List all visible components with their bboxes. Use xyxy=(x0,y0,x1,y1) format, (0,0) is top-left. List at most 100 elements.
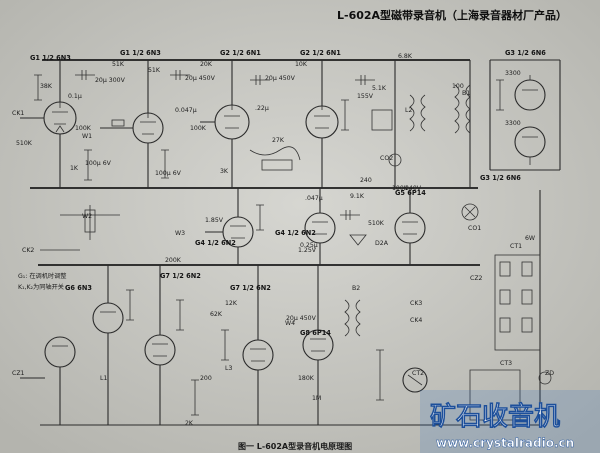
component-label: L3 xyxy=(225,365,232,372)
component-label: 38K xyxy=(40,83,53,90)
component-label: CO2 xyxy=(380,155,393,162)
watermark-url: www.crystalradio.cn xyxy=(436,436,574,450)
component-label: W1 xyxy=(82,133,92,140)
figure-caption: 图一 L-602A型录音机电原理图 xyxy=(238,441,352,451)
component-label: 240 xyxy=(360,177,372,184)
component-label: ZD xyxy=(545,370,554,377)
component-label: 51K xyxy=(148,67,161,74)
component-label: G6 6N3 xyxy=(65,284,92,292)
component-label: 20μ 450V xyxy=(265,75,296,82)
tube-stage-7 xyxy=(394,188,479,265)
watermark: 矿石收音机 www.crystalradio.cn xyxy=(420,390,600,453)
component-label: 510K xyxy=(368,220,385,227)
tube-stage-10 xyxy=(221,265,274,425)
component-label: G1 1/2 6N3 xyxy=(30,54,71,62)
component-label: G2 1/2 6N1 xyxy=(220,49,261,57)
tube-stage-4 xyxy=(305,60,375,188)
component-label: G8 6P14 xyxy=(300,329,331,337)
component-label: 180K xyxy=(298,375,315,382)
component-label: 20μ 450V xyxy=(185,75,216,82)
tube-stage-2 xyxy=(100,60,190,188)
component-label: 1.85V xyxy=(205,217,224,224)
watermark-cn-text: 矿石收音机 xyxy=(430,401,560,432)
component-label: 1K xyxy=(70,165,79,172)
function-switch-ct xyxy=(494,254,541,351)
component-label: 20μ 300V xyxy=(95,77,126,84)
component-label: D2A xyxy=(375,240,389,247)
component-label: G5 6P14 xyxy=(395,189,426,197)
component-label: 100μ 6V xyxy=(85,160,112,167)
component-label: G2 1/2 6N1 xyxy=(300,49,341,57)
component-label: 100K xyxy=(190,125,207,132)
document-title: L-602A型磁带录音机（上海录音器材厂产品） xyxy=(337,8,567,22)
component-label: G4 1/2 6N2 xyxy=(195,239,236,247)
component-labels: G1 1/2 6N3 G1 1/2 6N3 G2 1/2 6N1 G2 1/2 6N1… xyxy=(12,49,554,427)
component-label: .047μ xyxy=(305,195,323,202)
tube-stage-9 xyxy=(144,265,199,425)
component-label: CZ2 xyxy=(470,275,483,282)
component-label: L1 xyxy=(100,375,107,382)
component-label: 1M xyxy=(312,395,321,402)
component-label: 62K xyxy=(210,311,223,318)
schematic-note: K₁,K₂为同轴开关 xyxy=(18,283,64,291)
component-label: CT3 xyxy=(500,360,512,367)
component-label: 0.1μ xyxy=(68,93,82,100)
component-label: 5.1K xyxy=(372,85,387,92)
tube-stage-3 xyxy=(200,60,301,188)
component-label: 3K xyxy=(220,168,229,175)
component-label: 100 xyxy=(452,83,464,90)
component-label: G3 1/2 6N6 xyxy=(480,174,521,182)
component-label: 6.8K xyxy=(398,53,413,60)
component-label: 20μ 450V xyxy=(286,315,317,322)
push-pull-tubes xyxy=(489,59,561,171)
component-label: 12K xyxy=(225,300,238,307)
component-label: 100K xyxy=(75,125,92,132)
component-label: 200 xyxy=(200,375,212,382)
tube-stage-5 xyxy=(205,188,264,265)
oscillator-transformer xyxy=(371,60,471,188)
component-label: W2 xyxy=(82,213,92,220)
component-label: B2 xyxy=(352,285,360,292)
component-label: G7 1/2 6N2 xyxy=(160,272,201,280)
component-label: G7 1/2 6N2 xyxy=(230,284,271,292)
component-label: 3300 xyxy=(505,120,521,127)
component-label: .22μ xyxy=(255,105,269,112)
component-label: 27K xyxy=(272,137,285,144)
component-label: 155V xyxy=(357,93,374,100)
component-label: G1 1/2 6N3 xyxy=(120,49,161,57)
selector-switch-w xyxy=(40,205,120,251)
tube-stage-11 xyxy=(302,265,361,425)
component-label: 1.25V xyxy=(298,247,317,254)
component-label: 3300 xyxy=(505,70,521,77)
component-label: 510K xyxy=(16,140,33,147)
component-label: 0.047μ xyxy=(175,107,197,114)
component-label: G3 1/2 6N6 xyxy=(505,49,546,57)
meter-and-heads xyxy=(376,349,552,421)
tube-stage-1 xyxy=(20,60,95,188)
component-label: CO1 xyxy=(468,225,481,232)
component-label: 9.1K xyxy=(350,193,365,200)
component-label: W3 xyxy=(175,230,185,237)
tube-stage-8 xyxy=(20,265,134,425)
component-label: 6W xyxy=(525,235,535,242)
component-label: 240V xyxy=(405,185,422,192)
tube-stage-6 xyxy=(304,188,367,265)
component-label: 0.25μ xyxy=(300,242,318,249)
component-label: CT2 xyxy=(412,370,424,377)
component-label: CK1 xyxy=(12,110,24,117)
component-label: CZ1 xyxy=(12,370,25,377)
component-label: CT1 xyxy=(510,243,522,250)
component-label: CK2 xyxy=(22,247,34,254)
component-label: L2 xyxy=(405,107,412,114)
component-label: 51K xyxy=(112,61,125,68)
component-label: 2K xyxy=(185,420,194,427)
component-label: 100μ 6V xyxy=(155,170,182,177)
component-label: CK4 xyxy=(410,317,422,324)
component-label: 20K xyxy=(200,61,213,68)
component-label: W4 xyxy=(285,320,295,327)
component-label: 10K xyxy=(295,61,308,68)
component-label: CK3 xyxy=(410,300,422,307)
